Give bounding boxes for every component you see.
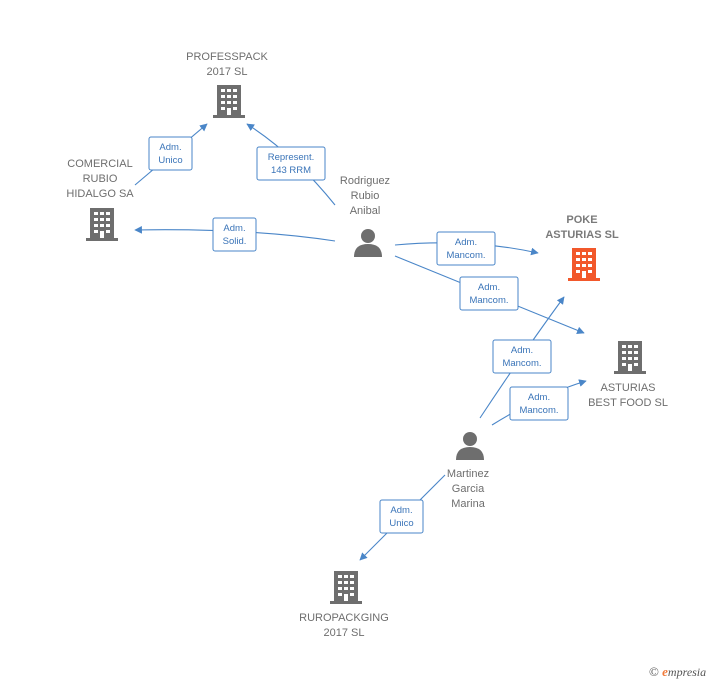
edge-label-line: Adm. [511,345,533,356]
person-label-line: Rodriguez [340,175,390,187]
person-node-martinez[interactable]: Martinez Garcia Marina [447,432,489,510]
company-node-asturias[interactable]: ASTURIAS BEST FOOD SL [588,341,668,409]
edge-label-line: Represent. [268,152,314,163]
edge-label-rodriguez-poke[interactable]: Adm. Mancom. [436,231,496,266]
person-label-line: Marina [451,498,486,510]
edge-label-rodriguez-comercial[interactable]: Adm. Solid. [212,217,257,252]
company-label-line: ASTURIAS [600,382,655,394]
edge-label-line: Adm. [223,223,245,234]
edge-label-line: 143 RRM [271,165,311,176]
company-label-line: 2017 SL [324,627,365,639]
company-label-line: POKE [566,214,597,226]
empresia-logo-text: mpresia [667,665,707,679]
building-icon [86,208,118,241]
edge-label-line: Mancom. [469,295,508,306]
company-node-comercial[interactable]: COMERCIAL RUBIO HIDALGO SA [66,158,134,241]
company-label-line: HIDALGO SA [66,188,134,200]
copyright-footer: © empresia [649,664,706,680]
edge-labels: Adm. Unico Represent. 143 RRM Adm. Solid… [148,136,569,534]
edge-label-line: Mancom. [519,405,558,416]
company-label-line: ASTURIAS SL [545,229,619,241]
edge-label-line: Unico [158,155,182,166]
person-icon [456,432,484,460]
edge-label-line: Mancom. [502,358,541,369]
person-label-line: Anibal [350,205,381,217]
company-label-line: RUBIO [83,173,118,185]
company-node-ruropack[interactable]: RUROPACKGING 2017 SL [299,571,389,639]
edge-label-line: Solid. [223,236,247,247]
company-label-line: 2017 SL [207,66,248,78]
person-node-rodriguez[interactable]: Rodriguez Rubio Anibal [340,175,390,257]
edge-label-martinez-ruropack[interactable]: Adm. Unico [379,499,424,534]
edge-label-comercial-professpack[interactable]: Adm. Unico [148,136,193,171]
edge-label-line: Adm. [478,282,500,293]
edge-label-line: Adm. [455,237,477,248]
edge-label-line: Adm. [159,142,181,153]
person-label-line: Rubio [351,190,380,202]
copyright-symbol: © [649,664,659,679]
company-label-line: COMERCIAL [67,158,132,170]
building-icon [614,341,646,374]
company-node-professpack[interactable]: PROFESSPACK 2017 SL [186,51,269,118]
empresia-logo-initial: e [662,664,668,679]
edge-label-line: Adm. [528,392,550,403]
company-label-line: BEST FOOD SL [588,397,668,409]
edge-label-rodriguez-asturias[interactable]: Adm. Mancom. [459,276,519,311]
edge-label-martinez-asturias[interactable]: Adm. Mancom. [509,386,569,421]
edge-label-line: Mancom. [446,250,485,261]
company-node-poke[interactable]: POKE ASTURIAS SL [545,214,619,281]
building-icon [568,248,600,281]
person-label-line: Garcia [452,483,485,495]
edge-label-line: Unico [389,518,413,529]
company-label-line: RUROPACKGING [299,612,389,624]
person-icon [354,229,382,257]
company-label-line: PROFESSPACK [186,51,268,63]
building-icon [330,571,362,604]
person-label-line: Martinez [447,468,489,480]
edge-label-martinez-poke[interactable]: Adm. Mancom. [492,339,552,374]
edge-label-line: Adm. [390,505,412,516]
edge-label-rodriguez-professpack[interactable]: Represent. 143 RRM [256,146,326,181]
building-icon [213,85,245,118]
